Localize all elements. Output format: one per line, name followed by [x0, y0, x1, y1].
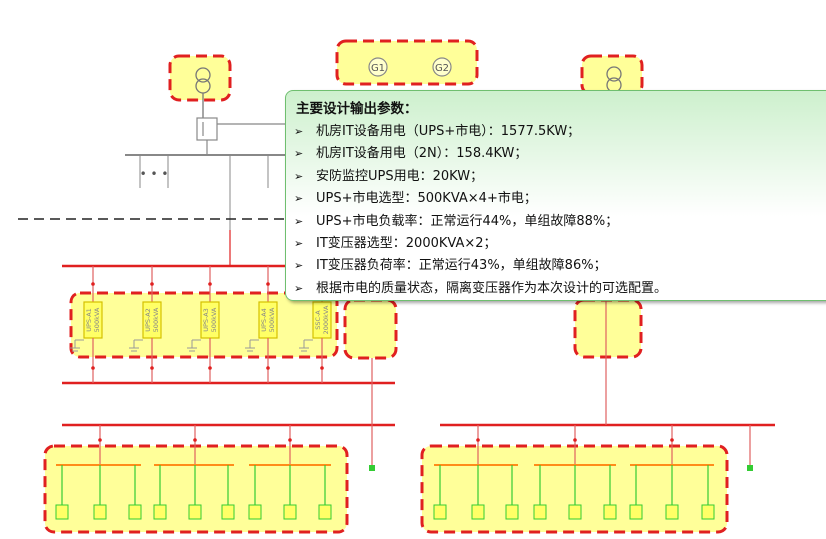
callout-item: ➢UPS+市电选型：500KVA×4+市电；	[294, 188, 826, 210]
feeder-ellipsis: • • •	[140, 167, 169, 181]
distribution-group	[629, 425, 715, 520]
distribution-group	[55, 425, 142, 520]
red-busbars	[62, 264, 775, 427]
transformer-zone-right	[580, 54, 644, 96]
callout-item: ➢机房IT设备用电（UPS+市电）：1577.5KW；	[294, 121, 826, 143]
terminal-right	[747, 465, 753, 471]
ups-module-name: UPS-A2	[144, 308, 152, 332]
ups-module-rating: 2000kVA	[322, 305, 330, 334]
callout-item: ➢IT变压器选型：2000KVA×2；	[294, 233, 826, 255]
callout-item: ➢安防监控UPS用电：20KW；	[294, 166, 826, 188]
main-switchgear	[125, 117, 290, 156]
bullet-arrow-icon: ➢	[294, 169, 304, 183]
right-ups-zone	[573, 298, 643, 359]
transformer-zone-left	[168, 54, 232, 102]
ups-module-name: UPS-A3	[202, 308, 210, 332]
ups-module-name: SSC-A	[314, 310, 322, 330]
terminal-left	[369, 465, 375, 471]
generator-g1: G1	[368, 57, 388, 77]
callout-list: ➢机房IT设备用电（UPS+市电）：1577.5KW； ➢机房IT设备用电（2N…	[294, 121, 826, 300]
bullet-arrow-icon: ➢	[294, 281, 304, 295]
distribution-panels	[55, 425, 715, 520]
design-parameters-callout: 主要设计输出参数： ➢机房IT设备用电（UPS+市电）：1577.5KW； ➢机…	[285, 90, 826, 301]
distribution-group	[533, 425, 617, 520]
bullet-arrow-icon: ➢	[294, 214, 304, 228]
middle-zone	[343, 298, 398, 360]
generator-g1-label: G1	[371, 63, 385, 74]
ups-module-rating: 500kVA	[93, 307, 101, 332]
distribution-group	[248, 425, 332, 520]
bullet-arrow-icon: ➢	[294, 125, 304, 138]
callout-title: 主要设计输出参数：	[296, 101, 418, 117]
callout-item: ➢UPS+市电负载率：正常运行44%，单组故障88%；	[294, 211, 826, 233]
distribution-group	[433, 425, 519, 520]
callout-item: ➢根据市电的质量状态，隔离变压器作为本次设计的可选配置。	[294, 278, 826, 300]
callout-item: ➢机房IT设备用电（2N）：158.4KW；	[294, 143, 826, 165]
distribution-group	[153, 425, 235, 520]
bullet-arrow-icon: ➢	[294, 147, 304, 161]
ups-module-rating: 500kVA	[210, 307, 218, 332]
generator-g2: G2	[432, 57, 452, 77]
callout-item: ➢IT变压器负荷率：正常运行43%，单组故障86%；	[294, 255, 826, 277]
distribution-zone-left	[43, 444, 349, 534]
ups-module-rating: 500kVA	[152, 307, 160, 332]
ups-module-name: UPS-A1	[85, 308, 93, 332]
bullet-arrow-icon: ➢	[294, 236, 304, 250]
bullet-arrow-icon: ➢	[294, 259, 304, 273]
bullet-arrow-icon: ➢	[294, 192, 304, 206]
vertical-feeders	[229, 230, 751, 465]
transformer-left-icon	[195, 67, 211, 118]
generator-g2-label: G2	[435, 63, 449, 74]
ups-module-name: UPS-A4	[260, 308, 268, 332]
ups-module-rating: 500kVA	[268, 307, 276, 332]
generator-zone	[335, 39, 479, 86]
